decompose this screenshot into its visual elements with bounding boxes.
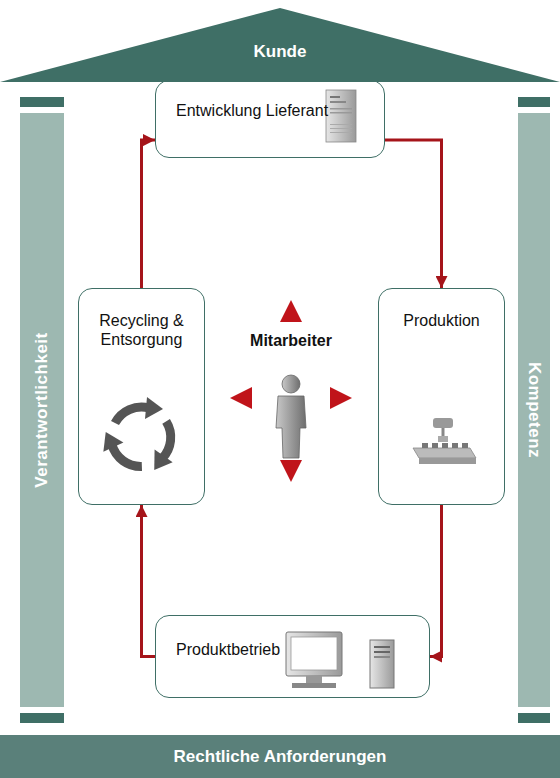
node-text: Rechtliche Anforderungen [0, 735, 560, 778]
roof-band: Kunde [0, 8, 560, 84]
process-box: Produktion [378, 288, 505, 505]
recycling-icon [95, 397, 188, 480]
base-band: Rechtliche Anforderungen [0, 735, 560, 778]
server-icon [326, 90, 356, 142]
node-text: Produktion [403, 311, 480, 330]
flow-arrow [430, 505, 442, 657]
pillar-band: Verantwortlichkeit [20, 113, 64, 707]
node-text: Verantwortlichkeit [32, 332, 52, 487]
process-box: Recycling & Entsorgung [78, 288, 205, 505]
flow-arrow [385, 140, 442, 288]
process-box: Entwicklung Lieferant [155, 80, 385, 158]
conveyor-icon [413, 418, 476, 464]
node-text: Recycling & Entsorgung [87, 311, 196, 349]
process-box: Produktbetrieb [155, 615, 430, 698]
flow-arrow [142, 140, 156, 288]
center-label: Mitarbeiter [236, 332, 346, 350]
computer-icon [286, 632, 394, 688]
direction-triangles [230, 300, 352, 482]
node-text: Kompetenz [524, 362, 544, 458]
node-text: Produktbetrieb [176, 640, 280, 659]
node-text: Kunde [0, 42, 560, 62]
pillar-caps [20, 97, 550, 723]
person-icon [276, 375, 306, 458]
node-text: Entwicklung Lieferant [176, 101, 328, 120]
flow-arrow [142, 505, 156, 657]
pillar-band: Kompetenz [518, 113, 550, 707]
